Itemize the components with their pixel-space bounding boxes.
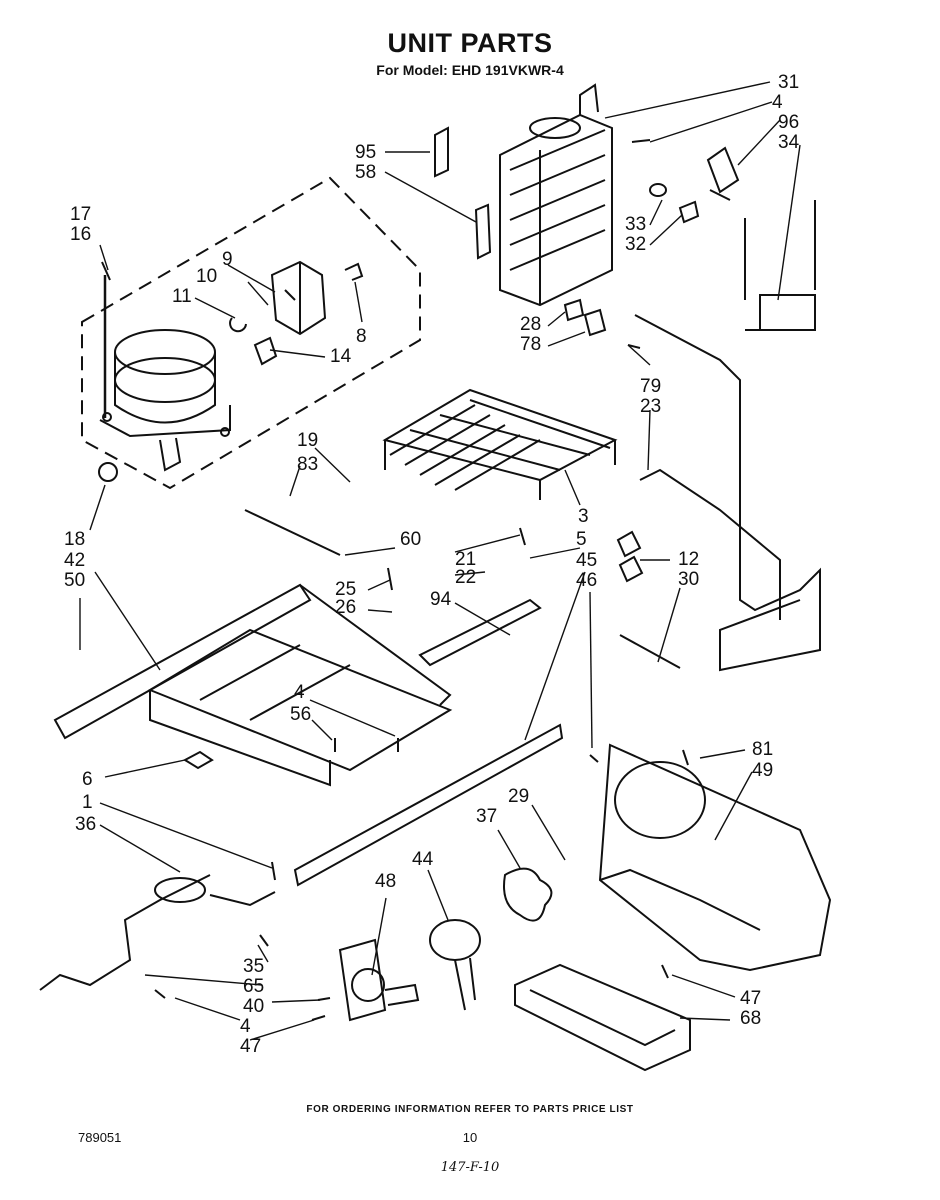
cap-33 [649, 183, 667, 197]
callout-94: 94 [430, 589, 452, 610]
callout-83: 83 [297, 454, 318, 475]
condenser [382, 388, 618, 500]
callout-10: 10 [196, 266, 217, 287]
callout-68: 68 [740, 1008, 761, 1029]
bracket-95 [434, 126, 449, 178]
heater-34 [744, 200, 816, 331]
bracket-12 [616, 530, 644, 583]
relay-cover [270, 260, 327, 336]
callout-19: 19 [297, 430, 318, 451]
callout-9: 9 [222, 249, 233, 270]
callout-65: 65 [243, 976, 264, 997]
handwritten-note: 147-F-10 [440, 1160, 500, 1175]
callout-26: 26 [335, 597, 356, 618]
compressor [99, 329, 231, 472]
callout-22: 22 [455, 567, 476, 588]
callout-47: 47 [240, 1036, 261, 1057]
ordering-note: FOR ORDERING INFORMATION REFER TO PARTS … [306, 1104, 634, 1115]
callout-58: 58 [355, 162, 376, 183]
frame-base [53, 583, 453, 787]
rail-45 [293, 723, 564, 887]
callout-45: 45 [576, 550, 597, 571]
callout-48: 48 [375, 871, 396, 892]
clip-8 [344, 262, 364, 281]
callout-4: 4 [240, 1016, 251, 1037]
fan-blade-37 [503, 867, 553, 922]
callout-35: 35 [243, 956, 264, 977]
callout-37: 37 [476, 806, 497, 827]
tube-23 [634, 314, 821, 672]
callout-25: 25 [335, 579, 356, 600]
callout-47: 47 [740, 988, 761, 1009]
callout-60: 60 [400, 529, 421, 550]
callout-21: 21 [455, 549, 476, 570]
page-title: UNIT PARTS [387, 28, 553, 58]
callout-4: 4 [294, 682, 305, 703]
callout-36: 36 [75, 814, 96, 835]
callout-12: 12 [678, 549, 699, 570]
callout-79: 79 [640, 376, 661, 397]
model-subtitle: For Model: EHD 191VKWR-4 [376, 62, 564, 78]
drain-94 [418, 598, 542, 667]
callout-5: 5 [576, 529, 587, 550]
overload-11 [229, 317, 247, 333]
heater-96 [706, 146, 740, 201]
leader-lines [79, 81, 801, 1041]
callout-56: 56 [290, 704, 311, 725]
callout-14: 14 [330, 346, 352, 367]
callout-81: 81 [752, 739, 773, 760]
callout-96: 96 [778, 112, 799, 133]
callout-8: 8 [356, 326, 367, 347]
callout-42: 42 [64, 550, 85, 571]
thermostat-28 [563, 298, 607, 337]
callout-44: 44 [412, 849, 434, 870]
tube-23b [639, 468, 781, 620]
callout-31: 31 [778, 72, 799, 93]
callout-95: 95 [355, 142, 376, 163]
callout-3: 3 [578, 506, 589, 527]
callout-33: 33 [625, 214, 646, 235]
cover-58 [474, 203, 492, 260]
callout-28: 28 [520, 314, 541, 335]
grommet-18 [98, 462, 118, 482]
harness-60 [244, 509, 341, 556]
callout-40: 40 [243, 996, 264, 1017]
wire-30 [619, 634, 681, 669]
motor-bracket-48 [338, 938, 420, 1022]
compressor-dashed-box [81, 176, 421, 490]
callout-16: 16 [70, 224, 91, 245]
callout-1: 1 [82, 792, 93, 813]
clip-6 [182, 750, 214, 770]
callout-18: 18 [64, 529, 85, 550]
document-number: 789051 [78, 1130, 122, 1145]
callout-labels: 3149634955833321716910118142878792319833… [64, 72, 800, 1057]
evaporator [499, 83, 613, 307]
callout-34: 34 [778, 132, 800, 153]
callout-50: 50 [64, 570, 85, 591]
page-number: 10 [462, 1130, 478, 1145]
callout-23: 23 [640, 396, 661, 417]
drain-pan-68 [514, 963, 691, 1072]
fan-shroud-49 [598, 743, 832, 972]
callout-4: 4 [772, 92, 783, 113]
callout-17: 17 [70, 204, 91, 225]
callout-30: 30 [678, 569, 699, 590]
callout-11: 11 [172, 286, 192, 307]
callout-29: 29 [508, 786, 529, 807]
power-cord [39, 874, 211, 991]
callout-46: 46 [576, 570, 597, 591]
clip-32 [678, 200, 700, 224]
callout-49: 49 [752, 760, 773, 781]
callout-32: 32 [625, 234, 646, 255]
terminal-14 [253, 336, 278, 366]
callout-6: 6 [82, 769, 93, 790]
fan-motor-44 [429, 919, 481, 961]
callout-78: 78 [520, 334, 541, 355]
